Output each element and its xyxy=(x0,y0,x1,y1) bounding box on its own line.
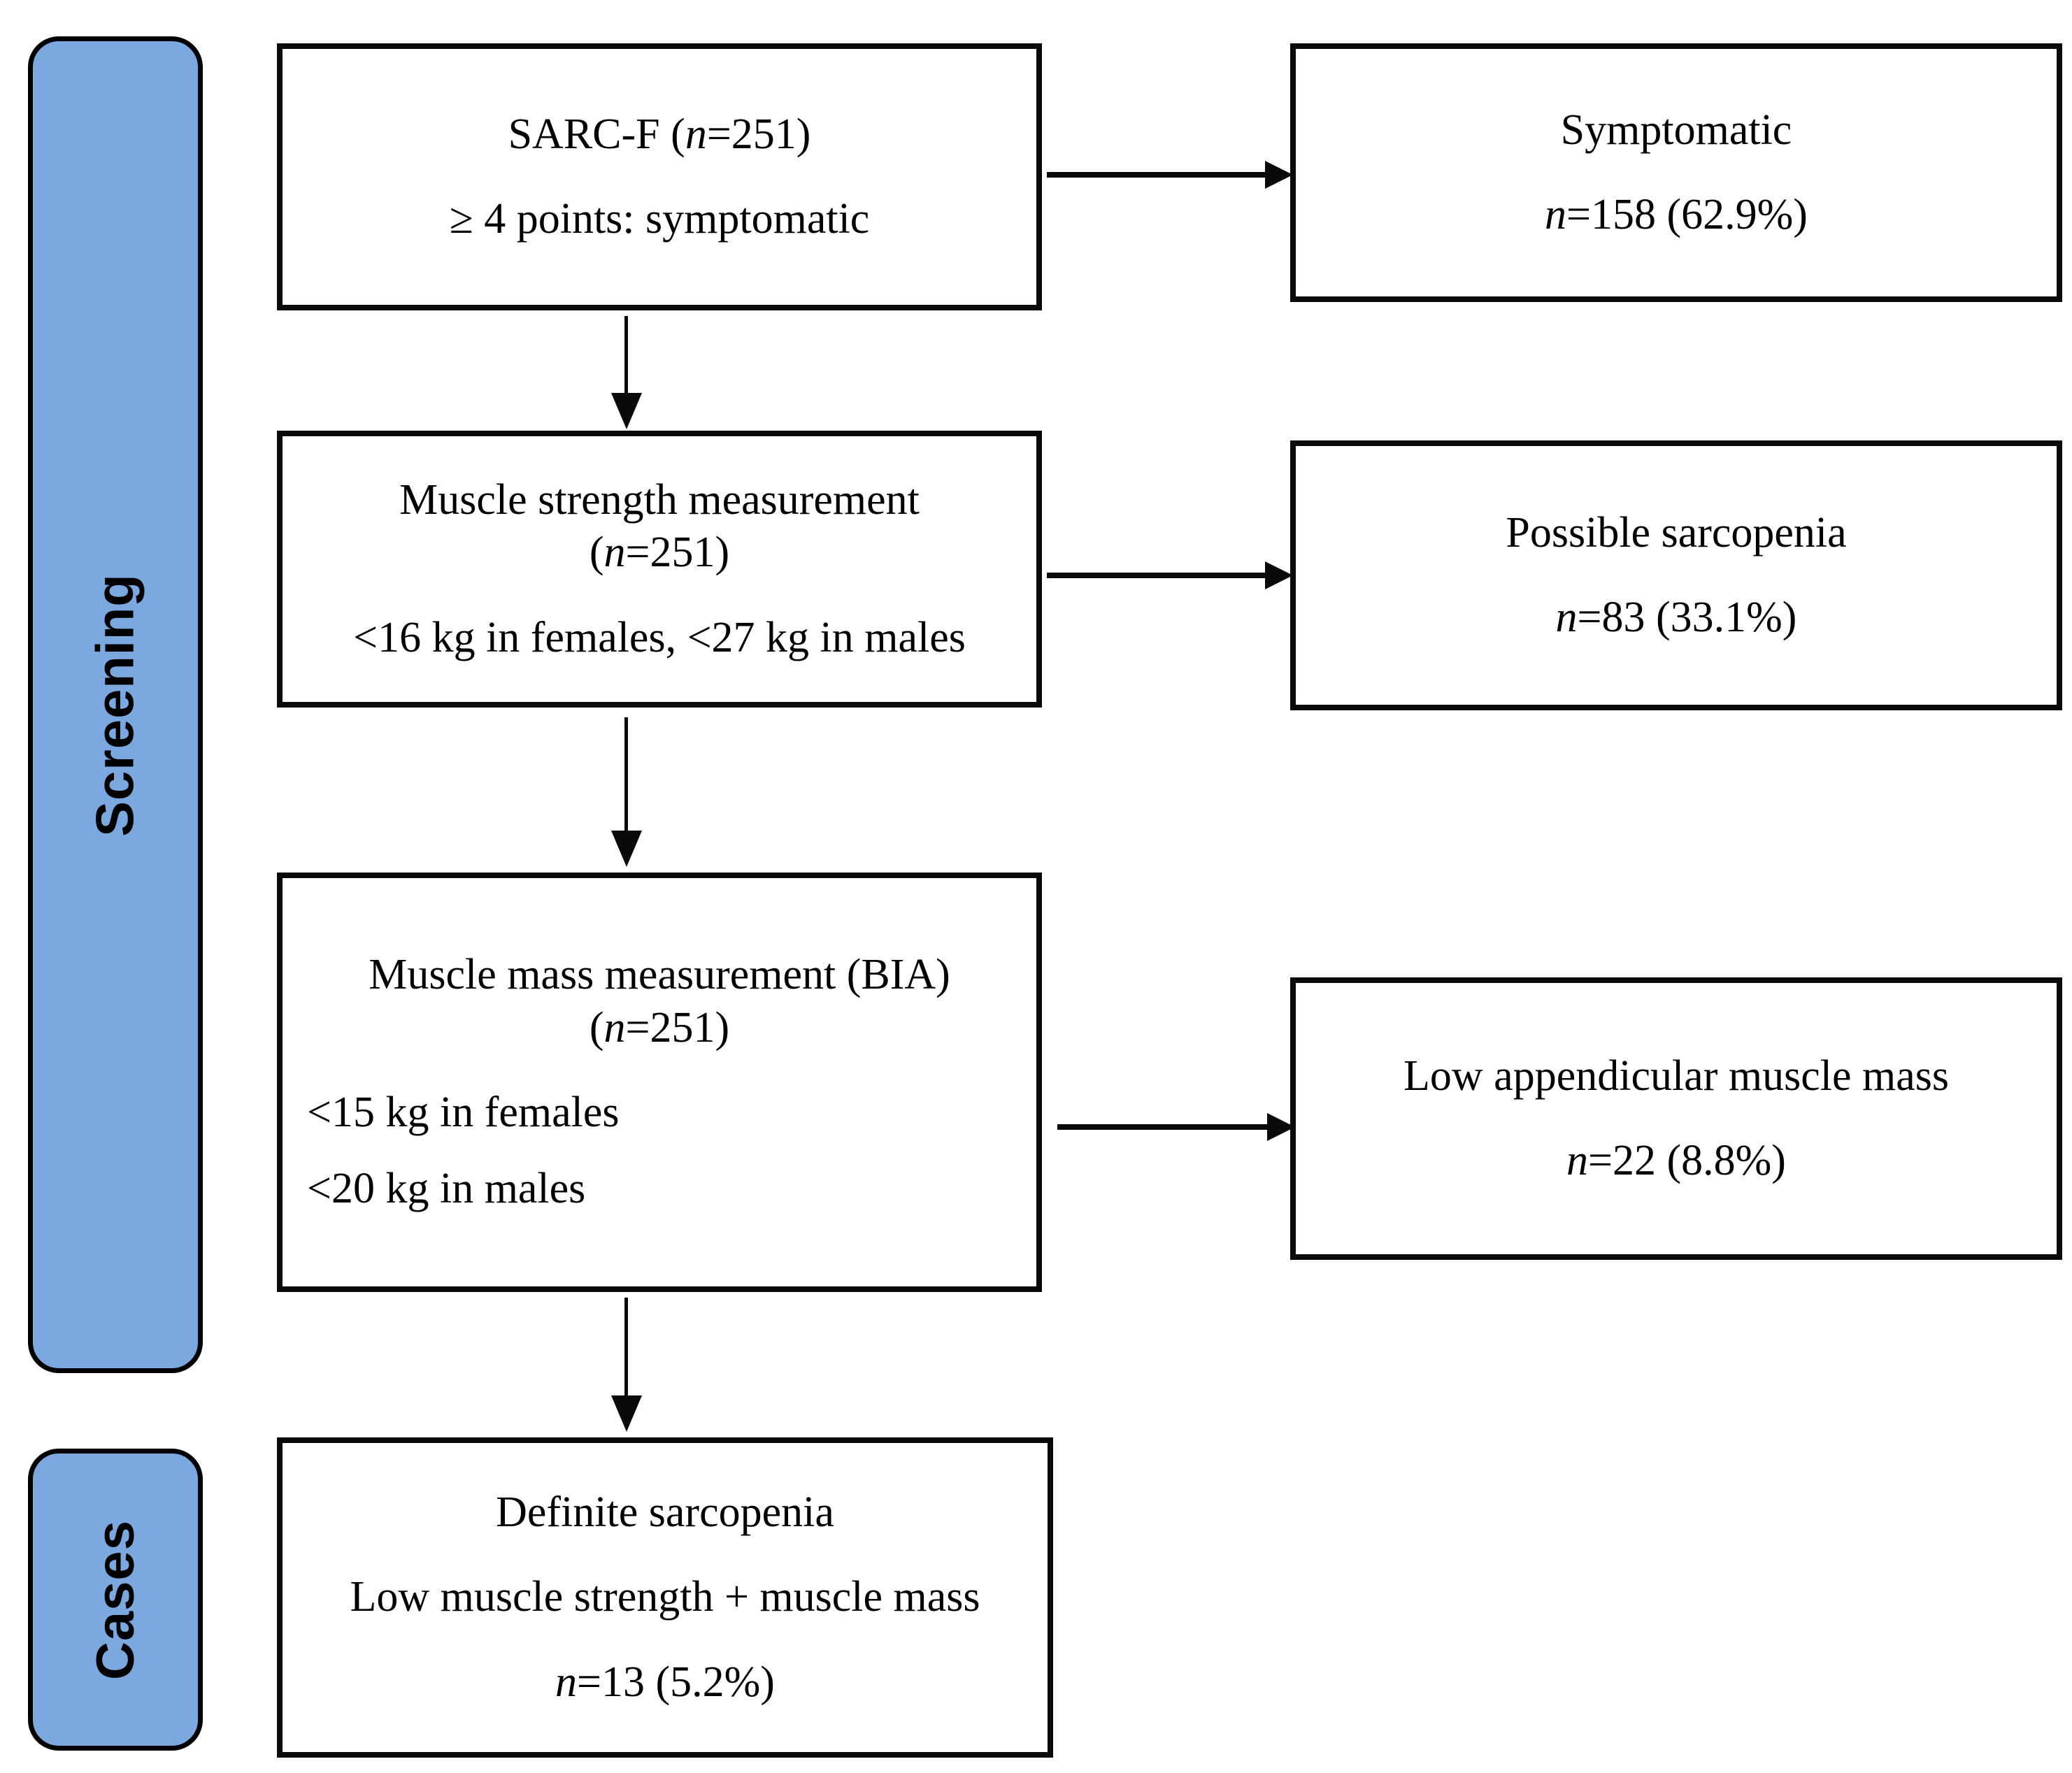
stage-label-screening: Screening xyxy=(85,573,145,837)
arrow-sarc-f-to-strength xyxy=(611,316,642,429)
arrow-shaft xyxy=(624,717,628,836)
arrow-head-down-icon xyxy=(611,1395,642,1432)
stage-bar-cases: Cases xyxy=(28,1449,203,1751)
arrow-head-right-icon xyxy=(1265,561,1293,589)
arrow-strength-to-mass xyxy=(611,717,642,871)
box-symptomatic: Symptomatic n=158 (62.9%) xyxy=(1290,43,2062,302)
box-definite-sarcopenia: Definite sarcopenia Low muscle strength … xyxy=(277,1437,1053,1758)
stage-bar-screening: Screening xyxy=(28,36,203,1373)
box-muscle-mass-line3: <15 kg in females xyxy=(307,1089,620,1136)
box-muscle-strength-line2: (n=251) xyxy=(589,529,730,577)
box-possible-sarcopenia: Possible sarcopenia n=83 (33.1%) xyxy=(1290,440,2062,710)
box-low-appendicular-muscle-mass: Low appendicular muscle mass n=22 (8.8%) xyxy=(1290,977,2062,1260)
box-muscle-mass-line2: (n=251) xyxy=(589,1003,730,1051)
box-muscle-mass-line1: Muscle mass measurement (BIA) xyxy=(369,951,950,999)
box-low-appendicular-line1: Low appendicular muscle mass xyxy=(1403,1051,1949,1100)
box-definite-sarcopenia-line1: Definite sarcopenia xyxy=(496,1488,834,1536)
arrow-strength-to-possible-sarcopenia xyxy=(1047,561,1293,589)
box-muscle-strength-line1: Muscle strength measurement xyxy=(399,475,920,524)
box-muscle-strength-line3: <16 kg in females, <27 kg in males xyxy=(353,613,966,661)
box-muscle-strength-measurement: Muscle strength measurement (n=251) <16 … xyxy=(277,431,1042,708)
arrow-mass-to-low-appendicular xyxy=(1057,1113,1295,1141)
arrow-head-down-icon xyxy=(611,393,642,429)
box-muscle-mass-measurement: Muscle mass measurement (BIA) (n=251) <1… xyxy=(277,873,1042,1292)
arrow-shaft xyxy=(624,1298,628,1401)
box-muscle-mass-line4: <20 kg in males xyxy=(307,1165,586,1213)
arrow-head-right-icon xyxy=(1267,1113,1295,1141)
arrow-shaft xyxy=(624,316,628,399)
arrow-sarc-f-to-symptomatic xyxy=(1047,161,1293,189)
box-definite-sarcopenia-line3: n=13 (5.2%) xyxy=(555,1658,775,1706)
box-sarc-f: SARC-F (n=251) ≥ 4 points: symptomatic xyxy=(277,43,1042,310)
box-sarc-f-line2: ≥ 4 points: symptomatic xyxy=(449,195,870,243)
arrow-head-right-icon xyxy=(1265,161,1293,189)
box-sarc-f-line1: SARC-F (n=251) xyxy=(508,110,811,158)
arrow-shaft xyxy=(1047,573,1265,578)
box-possible-sarcopenia-line1: Possible sarcopenia xyxy=(1506,508,1847,557)
arrow-shaft xyxy=(1057,1124,1267,1130)
box-symptomatic-line2: n=158 (62.9%) xyxy=(1545,191,1808,238)
box-low-appendicular-line2: n=22 (8.8%) xyxy=(1566,1137,1786,1184)
arrow-head-down-icon xyxy=(611,831,642,867)
stage-label-cases: Cases xyxy=(85,1519,145,1680)
box-possible-sarcopenia-line2: n=83 (33.1%) xyxy=(1555,594,1797,641)
box-symptomatic-line1: Symptomatic xyxy=(1560,106,1792,154)
box-definite-sarcopenia-line2: Low muscle strength + muscle mass xyxy=(350,1573,980,1621)
arrow-shaft xyxy=(1047,172,1265,178)
arrow-mass-to-definite-sarcopenia xyxy=(611,1298,642,1436)
